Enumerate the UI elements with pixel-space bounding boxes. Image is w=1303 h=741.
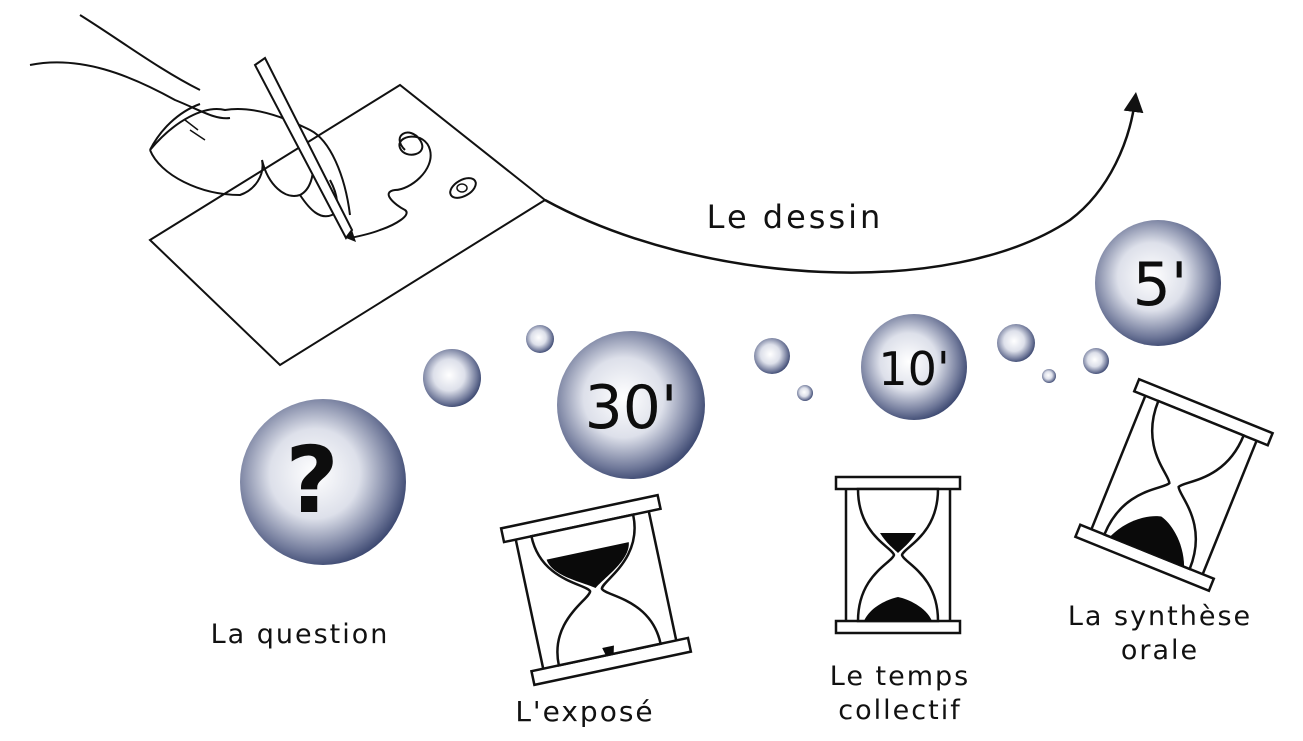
bubble-question-text: ?: [285, 427, 338, 534]
hand-drawing-icon: [29, 14, 351, 218]
stage-label-synthese-orale: La synthèse orale: [1067, 601, 1253, 666]
decorative-bubbles: [423, 324, 1109, 407]
small-bubble: [997, 324, 1035, 362]
bubble-5-text: 5': [1133, 250, 1188, 320]
hourglass-icon: [1073, 377, 1275, 593]
small-bubble: [1083, 348, 1109, 374]
small-bubble: [423, 349, 481, 407]
curved-arrow: [544, 92, 1144, 274]
stage-label-question: La question: [210, 619, 390, 650]
small-bubble: [754, 338, 790, 374]
hourglass-icon: [499, 493, 693, 687]
stage-label-expose: L'exposé: [515, 695, 655, 728]
bubble-10-text: 10': [878, 342, 949, 396]
bubble-5: 5': [1095, 220, 1221, 346]
stage-label-temps-collectif: Le temps collectif: [829, 661, 971, 726]
bubble-10: 10': [861, 314, 967, 420]
small-bubble: [526, 325, 554, 353]
arrow-label: Le dessin: [707, 198, 884, 236]
hourglass-icon: [834, 475, 962, 635]
bubble-question: ?: [240, 399, 406, 565]
small-bubble: [797, 385, 813, 401]
bubble-30-text: 30': [585, 373, 678, 443]
bubble-30: 30': [557, 331, 705, 479]
pencil-icon: [253, 56, 356, 242]
small-bubble: [1042, 369, 1056, 383]
